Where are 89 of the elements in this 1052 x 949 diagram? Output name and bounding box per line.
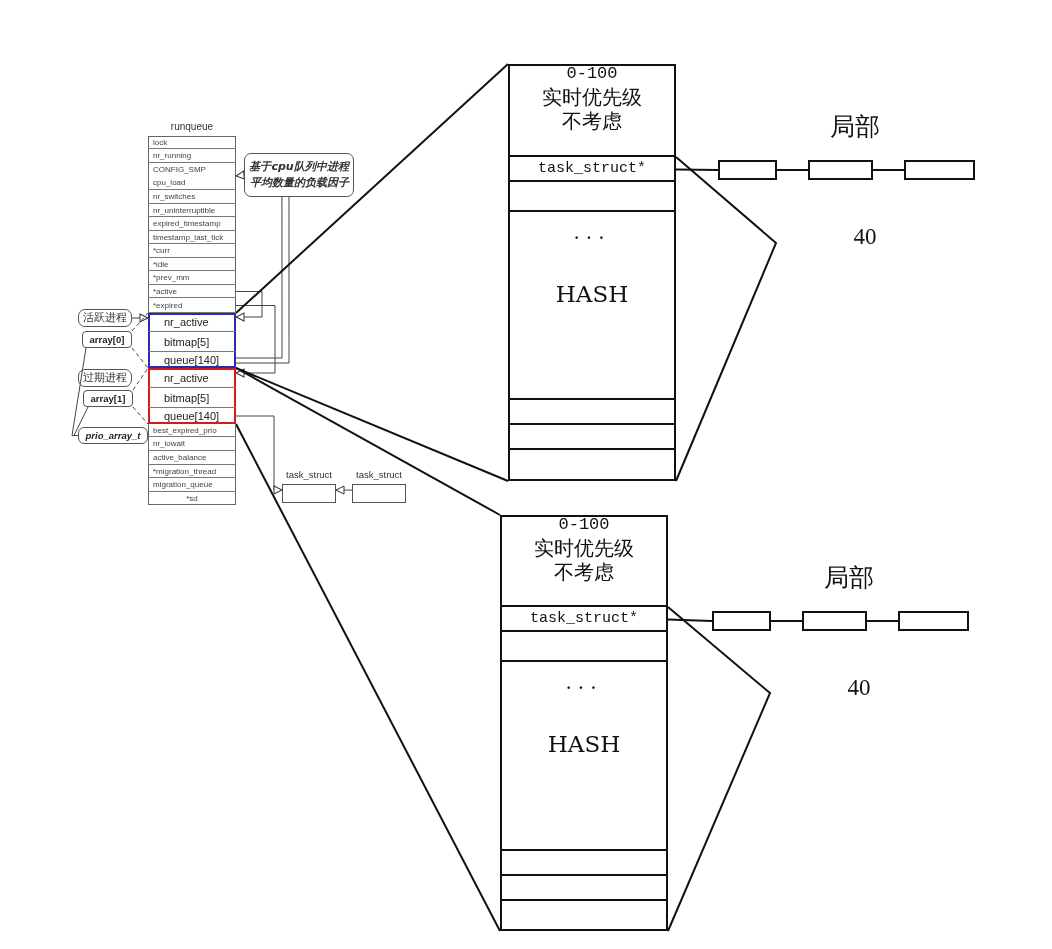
zoom-line: [235, 367, 501, 516]
slot-text: 0-100: [566, 64, 618, 83]
field-name: nr_running: [153, 151, 193, 160]
field-name: nr_uninterruptible: [153, 205, 217, 215]
hollow-arrow: [335, 485, 353, 495]
field-name: nr_switches: [153, 192, 197, 201]
leader-line: [131, 347, 149, 369]
field-name: queue[140]: [164, 410, 221, 422]
count-label: 40: [846, 675, 872, 702]
type-tag: [82, 331, 132, 348]
zoom-line: [235, 423, 501, 932]
box-title: task_struct: [355, 468, 403, 482]
tag-text: array[1]: [90, 393, 126, 404]
list-node: [904, 160, 975, 180]
slot-row: [500, 515, 668, 607]
field-name: *active: [153, 286, 178, 296]
type-tag: [78, 427, 148, 444]
list-node: [808, 160, 873, 180]
tag-text: prio_array_t: [85, 430, 141, 441]
field-name: bitmap[5]: [164, 335, 211, 348]
hollow-arrow: [235, 170, 245, 180]
list-node: [898, 611, 969, 631]
connector-line: [73, 406, 89, 436]
link-line: [770, 620, 803, 622]
field-name: bitmap[5]: [164, 391, 211, 404]
slot-text: task_struct*: [530, 610, 638, 627]
list-node: [718, 160, 777, 180]
struct-column: [508, 64, 676, 481]
slot-text: HASH: [547, 730, 621, 758]
field-name: lock: [153, 137, 169, 147]
callout-bubble: [244, 153, 354, 197]
table-title: runqueue: [169, 120, 215, 134]
connector-line: [235, 196, 283, 359]
slot-text: ...: [565, 669, 603, 696]
callout-text: 活跃进程: [83, 310, 127, 326]
field-name: nr_active: [164, 371, 210, 384]
struct-column: [500, 515, 668, 931]
link-line: [667, 618, 713, 622]
leader-line: [132, 367, 149, 391]
link-line: [675, 168, 719, 171]
zoom-line: [235, 63, 509, 314]
slot-row: [508, 64, 676, 157]
hollow-arrow: [131, 313, 149, 323]
field-name: expired_timestamp: [153, 219, 222, 228]
slot-text: 实时优先级不考虑: [533, 536, 635, 584]
slot-text: HASH: [555, 280, 629, 308]
hollow-arrow: [235, 415, 283, 495]
field-name: active_balance: [153, 453, 208, 462]
link-line: [866, 620, 899, 622]
field-name: *expired: [153, 300, 184, 310]
hollow-arrow: [235, 305, 276, 378]
slot-text: ...: [573, 219, 611, 246]
callout-text: 基于cpu队列中进程平均数量的负载因子: [248, 159, 351, 191]
slot-text: 实时优先级不考虑: [541, 85, 643, 133]
tag-text: array[0]: [89, 334, 125, 345]
field-name: migration_queue: [153, 480, 214, 489]
field-name: cpu_load: [153, 178, 187, 187]
leader-line: [132, 406, 149, 425]
field-name: queue[140]: [164, 354, 221, 366]
callout-text: 过期进程: [83, 370, 127, 386]
region-label: 局部: [823, 562, 875, 594]
connector-line: [235, 196, 290, 364]
region-label: 局部: [829, 111, 881, 143]
field-name: best_expired_prio: [153, 425, 218, 435]
field-name: nr_active: [164, 316, 210, 328]
field-name: nr_iowait: [153, 439, 186, 448]
hollow-arrow: [235, 291, 263, 322]
connector-line: [71, 347, 87, 436]
field-name: CONFIG_SMP: [153, 165, 207, 174]
callout-bubble: [78, 369, 132, 387]
box-title: task_struct: [285, 468, 333, 482]
slot-text: 0-100: [558, 515, 610, 534]
field-name: *curr: [153, 246, 171, 255]
slot-text: task_struct*: [538, 160, 646, 177]
field-name: *prev_mm: [153, 273, 191, 282]
array-frame: [148, 313, 236, 368]
field-name: *migration_thread: [153, 466, 218, 476]
array-frame: [148, 368, 236, 424]
link-line: [776, 169, 809, 171]
list-node: [802, 611, 867, 631]
field-name: *idle: [153, 259, 170, 269]
link-line: [872, 169, 905, 171]
type-tag: [83, 390, 133, 407]
field-name: *sd: [186, 494, 198, 503]
list-node: [712, 611, 771, 631]
callout-bubble: [78, 309, 132, 327]
field-name: timestamp_last_tick: [153, 232, 225, 242]
leader-line: [131, 312, 149, 332]
count-label: 40: [852, 224, 878, 251]
